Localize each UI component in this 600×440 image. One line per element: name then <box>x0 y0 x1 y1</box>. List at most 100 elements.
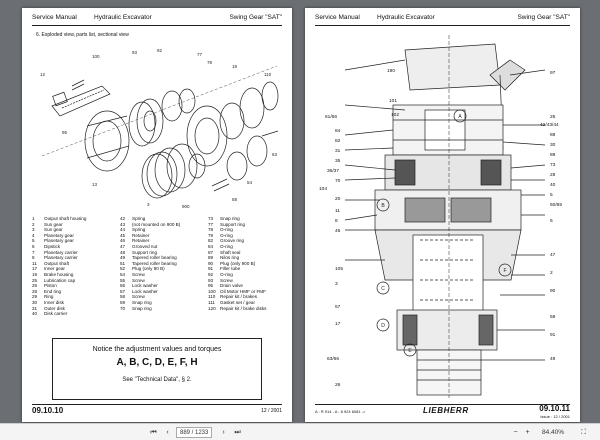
part-description: Ring <box>44 294 54 300</box>
svg-text:49: 49 <box>550 356 556 362</box>
svg-text:C: C <box>381 286 385 292</box>
part-description: Lock washer <box>132 288 158 294</box>
part-number: 78 <box>208 227 214 233</box>
part-number: 28 <box>32 288 38 294</box>
part-number: 110 <box>208 294 216 300</box>
part-number: 51 <box>120 260 126 266</box>
part-description: Screw <box>132 277 145 283</box>
header-manual: Service Manual <box>32 14 77 21</box>
page-number: 09.10.11 <box>539 404 570 413</box>
part-description: Planetary gear <box>44 232 74 238</box>
svg-text:19: 19 <box>232 64 238 69</box>
svg-text:63: 63 <box>272 152 278 157</box>
part-description: Planetary carrier <box>44 249 78 255</box>
part-number: 87 <box>208 249 214 255</box>
zoom-out-icon[interactable]: − <box>513 429 518 436</box>
svg-text:92: 92 <box>157 48 163 53</box>
svg-text:30: 30 <box>550 142 556 148</box>
part-number: 55 <box>120 277 126 283</box>
footer-issue: Issue : 12 / 2001 <box>540 414 570 419</box>
svg-text:13: 13 <box>92 182 98 187</box>
zoom-menu-icon[interactable]: ⛶ <box>581 429 586 436</box>
header-product: Hydraulic Excavator <box>94 14 152 21</box>
prev-page-icon[interactable]: ‹ <box>166 429 169 436</box>
part-description: Tapered roller bearing <box>132 255 177 261</box>
part-number: 79 <box>208 232 214 238</box>
page-footer: 09.10.10 12 / 2001 <box>32 404 282 418</box>
last-page-icon[interactable]: ⏭ <box>234 429 241 436</box>
part-description: O-ring <box>220 232 233 238</box>
part-description: Repair kit / brakes <box>220 294 258 300</box>
part-description: Piston <box>44 283 57 289</box>
zoom-in-icon[interactable]: + <box>525 429 530 436</box>
svg-text:84: 84 <box>335 128 341 134</box>
part-description: Snap ring <box>132 305 152 311</box>
part-description: Screw <box>220 277 233 283</box>
part-number: 29 <box>32 294 38 300</box>
next-page-icon[interactable]: › <box>222 429 225 436</box>
svg-text:D: D <box>381 323 385 329</box>
page-number-input[interactable]: 889 / 1233 <box>176 427 213 438</box>
part-number: 120 <box>208 305 216 311</box>
svg-text:58: 58 <box>550 314 556 320</box>
footer-date: 12 / 2001 <box>261 408 282 414</box>
parts-list-item: 110 Repair kit / brakes <box>208 294 266 300</box>
part-description: Sun gear <box>44 227 63 233</box>
part-number: 91 <box>208 266 214 272</box>
svg-text:110: 110 <box>264 72 272 77</box>
part-number: 59 <box>120 299 126 305</box>
part-number: 5 <box>32 238 35 244</box>
document-viewport[interactable]: Service Manual Hydraulic Excavator Swing… <box>0 0 600 423</box>
part-number: 84 <box>208 243 214 249</box>
zoom-level[interactable]: 84.40% <box>542 429 565 436</box>
svg-text:102: 102 <box>391 112 399 118</box>
svg-text:42/43/44: 42/43/44 <box>540 122 559 128</box>
parts-list-item: 79 O-ring <box>208 233 266 239</box>
part-description: Oil Motor HMF or FMF <box>220 288 266 294</box>
svg-text:190: 190 <box>387 68 395 74</box>
svg-text:78: 78 <box>207 60 213 65</box>
notice-line-1: Notice the adjustment values and torques <box>92 346 222 353</box>
svg-text:89: 89 <box>550 152 556 158</box>
svg-text:47: 47 <box>550 252 556 258</box>
part-number: 100 <box>208 288 216 294</box>
part-description: Output shaft housing <box>44 216 87 221</box>
part-description: Snap ring <box>220 216 240 221</box>
parts-list-item: 57 Lock washer <box>120 289 180 295</box>
parts-list-item: 43(not mounted on 900 B) <box>120 222 180 228</box>
part-number: 46 <box>120 238 126 244</box>
svg-text:8: 8 <box>335 218 338 224</box>
part-description: Planetary carrier <box>44 255 78 261</box>
page-right: Service Manual Hydraulic Excavator Swing… <box>305 8 580 422</box>
first-page-icon[interactable]: ⏮ <box>150 429 157 436</box>
svg-text:46: 46 <box>335 228 341 234</box>
part-number: 90 <box>208 260 214 266</box>
part-description: Spring <box>132 227 146 233</box>
footer-rule <box>32 404 282 405</box>
svg-text:2: 2 <box>550 270 553 276</box>
part-description: Disk carrier <box>44 311 68 317</box>
svg-text:100: 100 <box>92 54 100 59</box>
part-number: 57 <box>120 288 126 294</box>
part-number: 11 <box>32 260 37 266</box>
part-number: 17 <box>32 266 38 272</box>
